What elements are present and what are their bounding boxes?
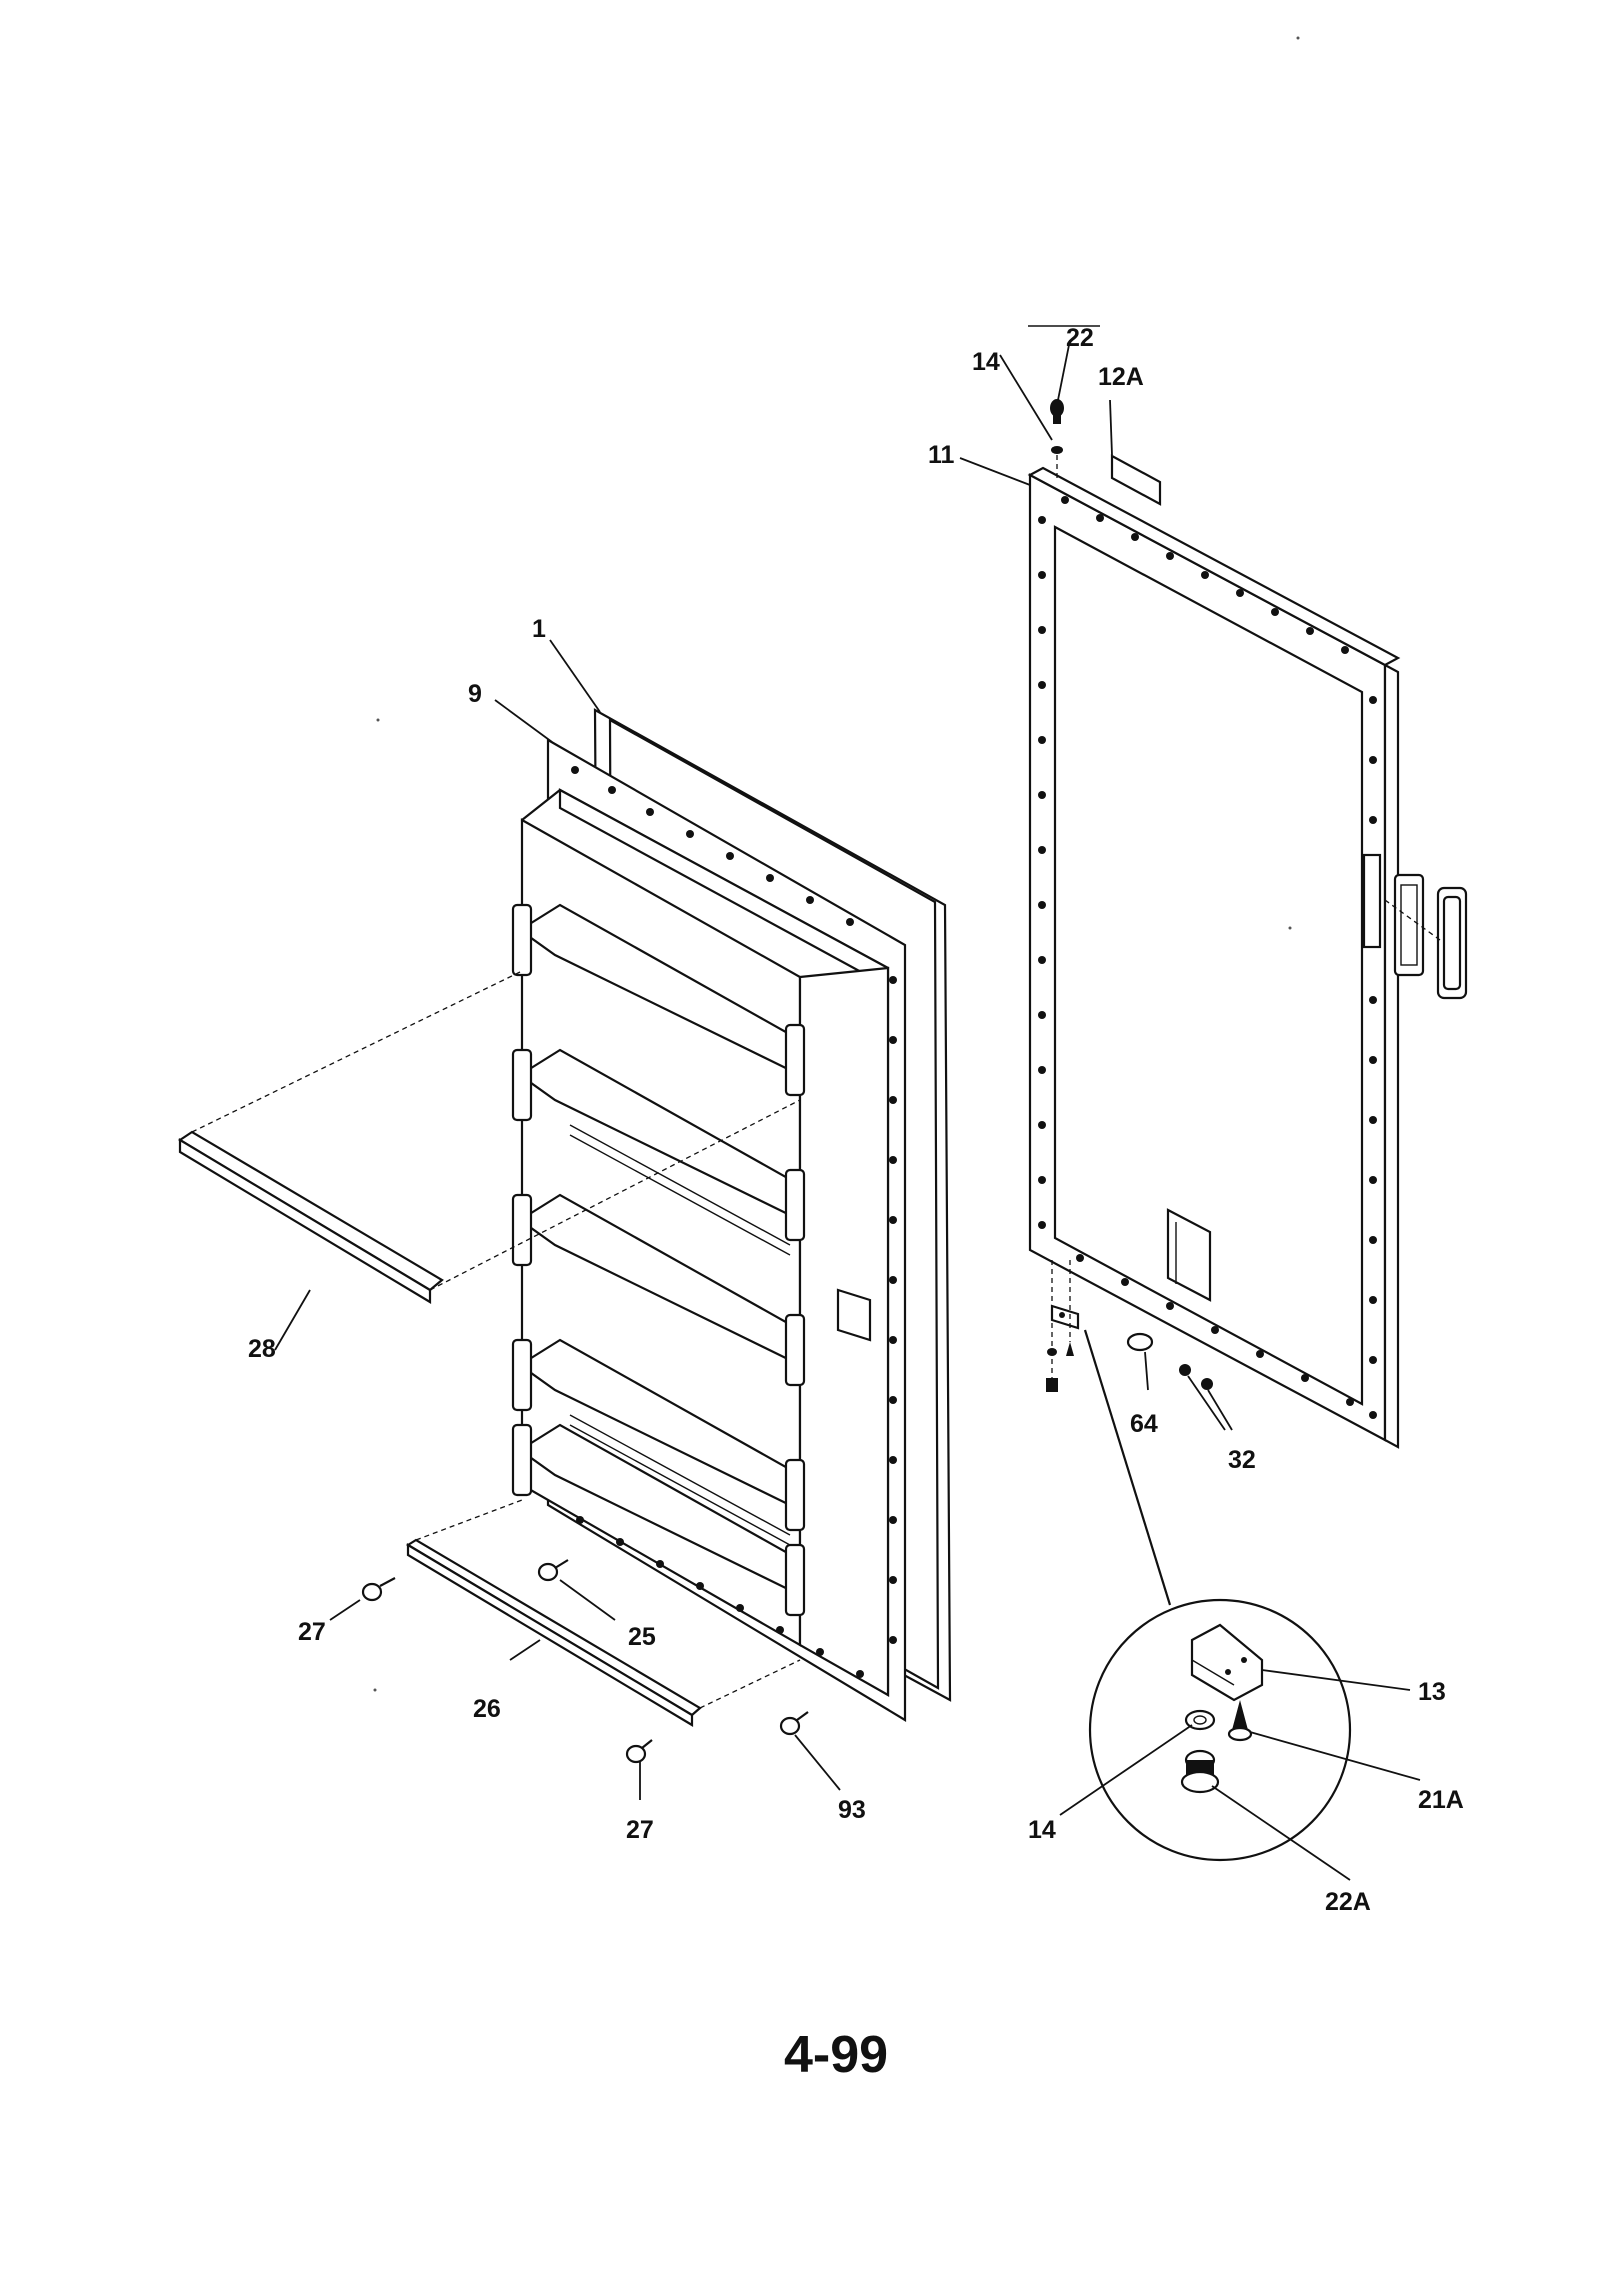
callout-14-detail: 14	[1028, 1816, 1056, 1844]
callout-26: 26	[473, 1695, 501, 1723]
callout-27-lower: 27	[626, 1816, 654, 1844]
callout-9: 9	[468, 680, 482, 708]
callout-25: 25	[628, 1623, 656, 1651]
callout-14-top: 14	[972, 348, 1000, 376]
inner-door-liner	[511, 708, 952, 1722]
detail-magnifier	[1083, 1329, 1352, 1862]
bottom-rail-26	[405, 1499, 801, 1727]
page-number: 4-99	[784, 2026, 888, 2084]
door-shelves	[511, 903, 806, 1617]
callout-22a: 22A	[1325, 1888, 1371, 1916]
handle-assembly	[1384, 873, 1468, 1000]
screws	[361, 1559, 809, 1764]
callout-22: 22	[1066, 324, 1094, 352]
shelf-rail-28	[177, 971, 801, 1304]
callout-11: 11	[928, 441, 955, 469]
callout-21a: 21A	[1418, 1786, 1464, 1814]
callout-28: 28	[248, 1335, 276, 1363]
callout-13: 13	[1418, 1678, 1446, 1706]
leader-lines	[274, 339, 1421, 1881]
callout-32: 32	[1228, 1446, 1256, 1474]
callout-64: 64	[1130, 1410, 1158, 1438]
callout-12a: 12A	[1098, 363, 1144, 391]
top-hinge-parts	[1028, 325, 1162, 506]
outer-door-panel	[1027, 466, 1401, 1449]
callout-27-upper: 27	[298, 1618, 326, 1646]
callout-labels: 1 9 28 27 25 26 27 93 14 22 12A 11 64 32…	[248, 324, 1464, 1916]
callout-1: 1	[532, 615, 546, 643]
callout-93: 93	[838, 1796, 866, 1824]
bottom-hinge-parts	[1046, 1260, 1213, 1392]
